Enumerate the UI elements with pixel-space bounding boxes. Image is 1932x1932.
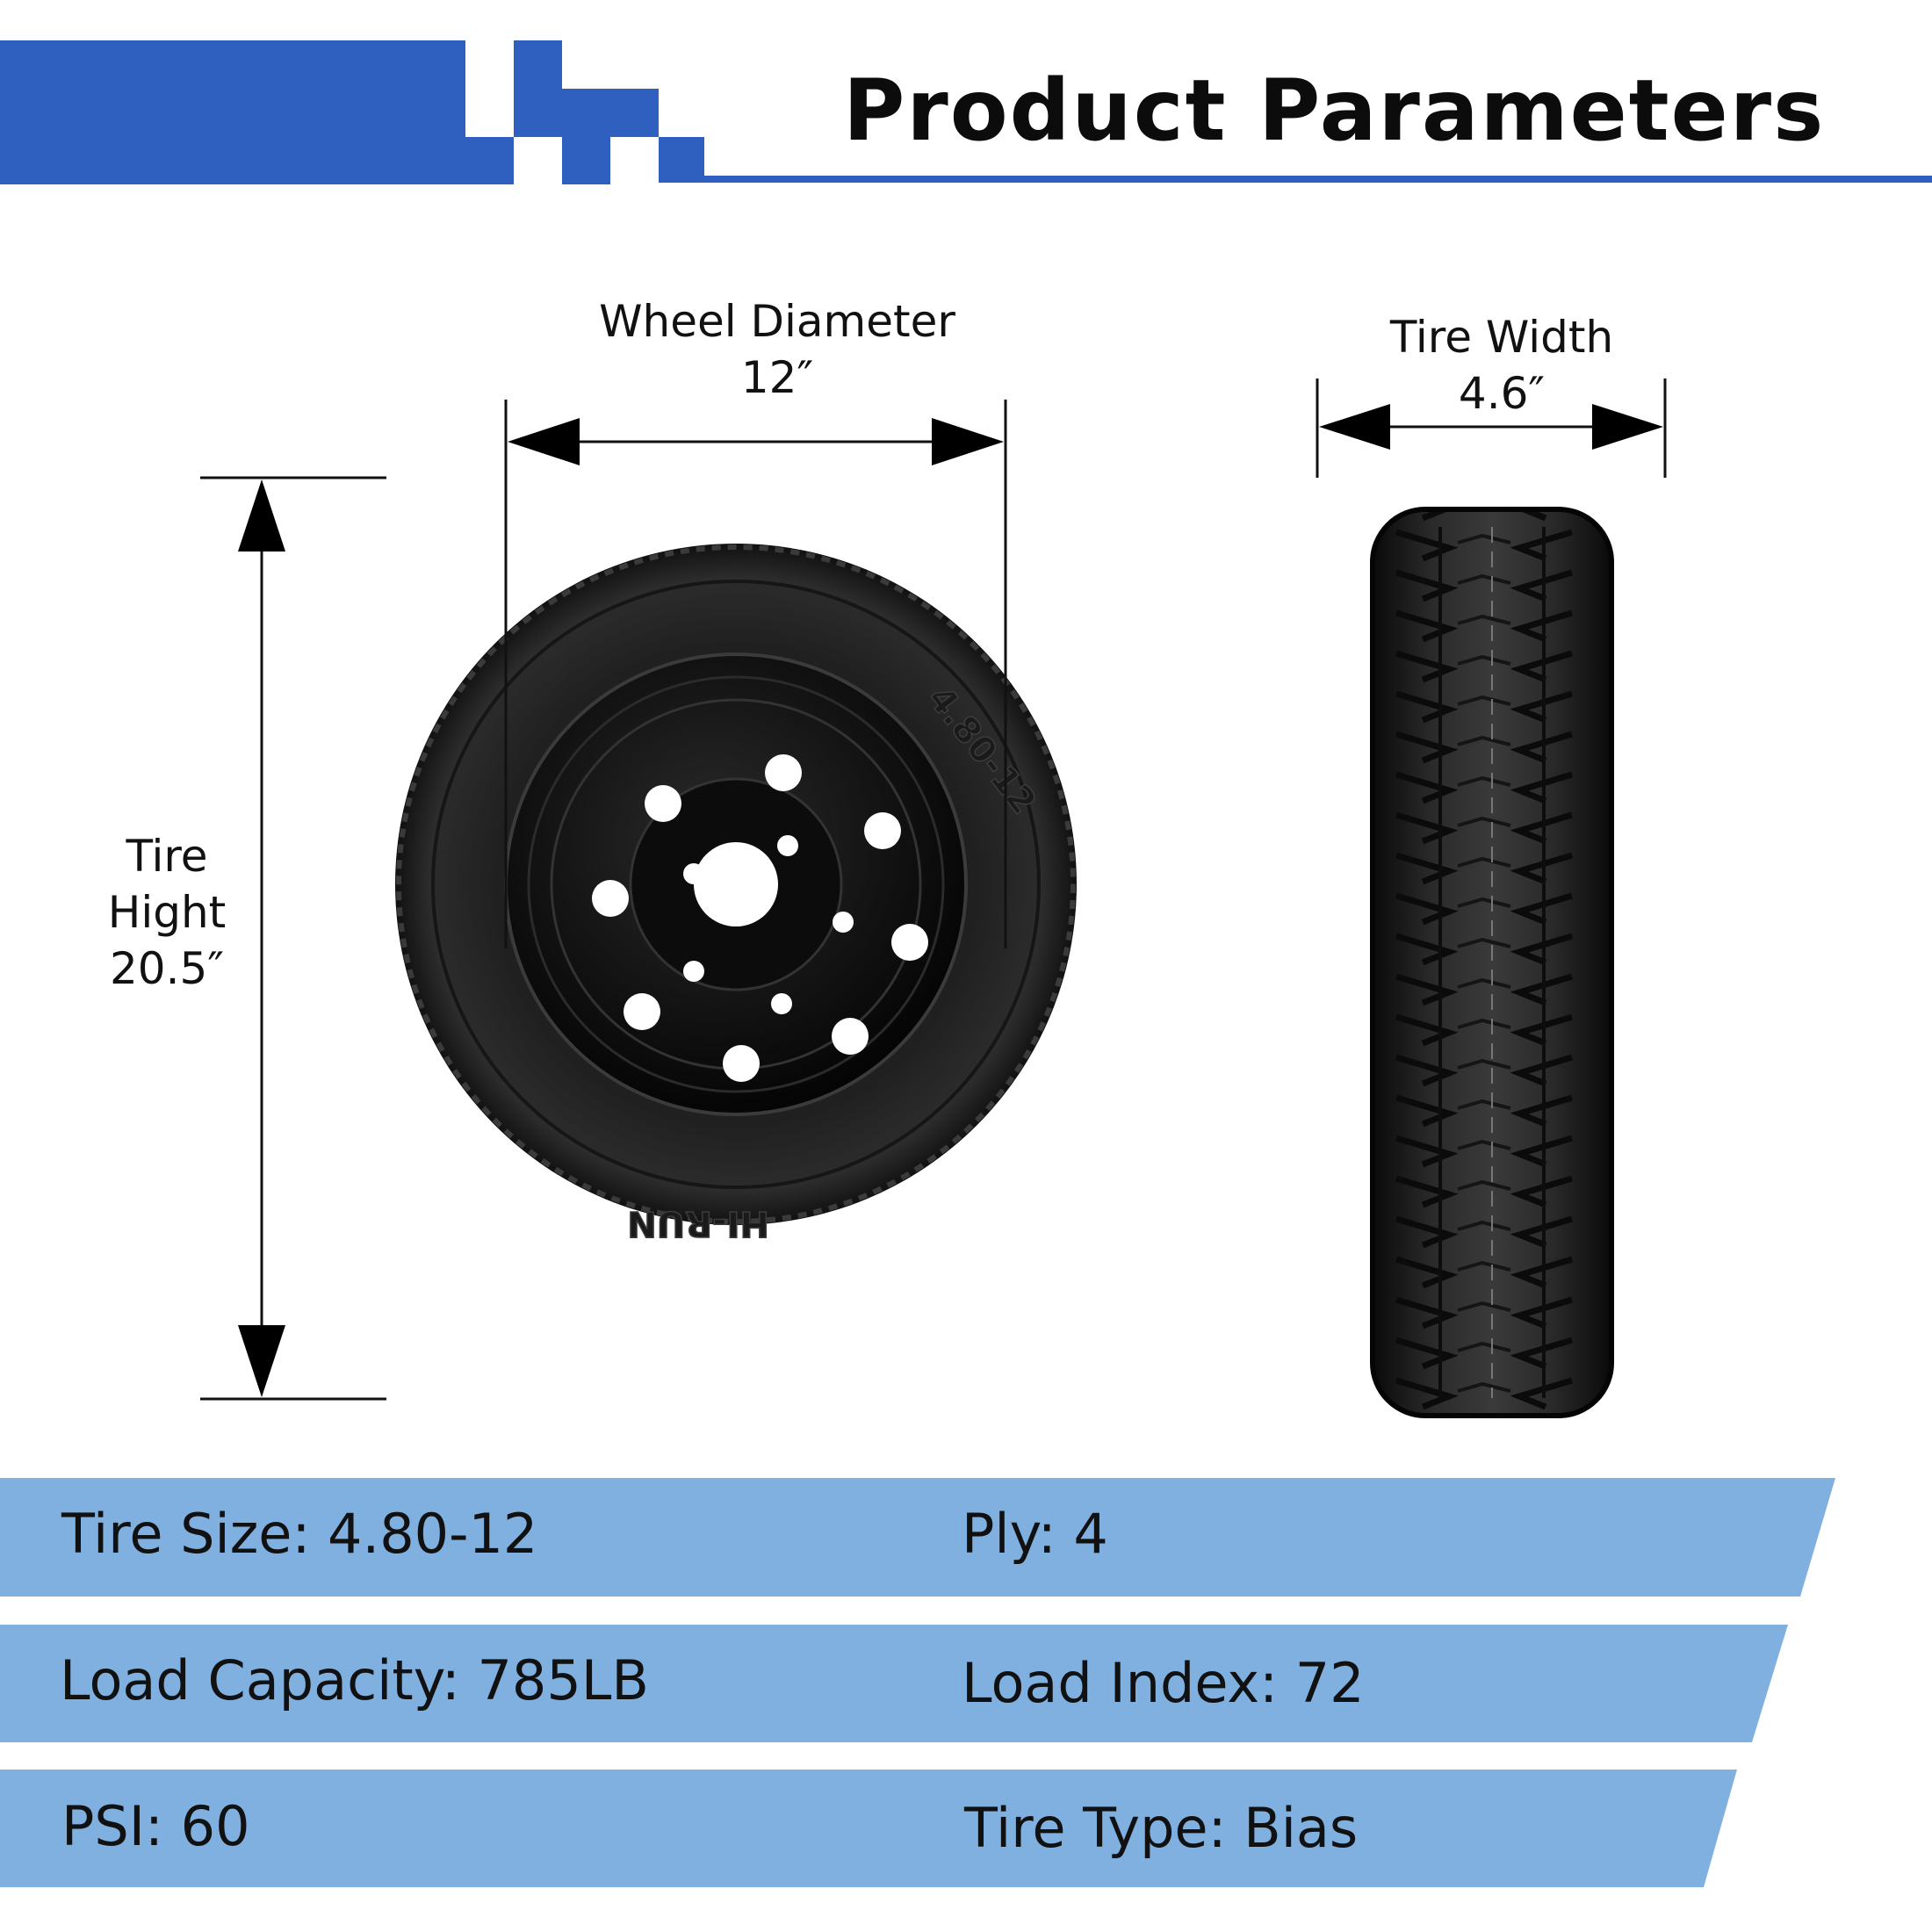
wheel-diameter-label: Wheel Diameter 12″ (562, 293, 992, 406)
tire-width-dimension (1316, 378, 1667, 478)
wheel-diameter-title: Wheel Diameter (599, 296, 955, 347)
arrow-down-icon (238, 1325, 285, 1397)
tire-width-value: 4.6″ (1458, 368, 1546, 419)
spec-tire-type: Tire Type: Bias (964, 1796, 1359, 1860)
header-underline (465, 176, 1932, 183)
rim-vent-holes (592, 754, 928, 1082)
checker-pattern (465, 40, 704, 184)
spec-bar-2 (0, 1625, 1788, 1742)
center-bore (694, 842, 778, 926)
header-solid-block (0, 40, 465, 184)
tire-front-view: 4.80-12 HI-RUN (395, 544, 1077, 1244)
sidewall-brand-marking: HI-RUN (627, 1203, 769, 1244)
tire-height-value: 20.5″ (109, 943, 224, 994)
wheel-diameter-dimension (504, 400, 1007, 948)
arrow-left-icon (1319, 404, 1390, 450)
arrow-right-icon (1592, 404, 1663, 450)
spec-bar-3 (0, 1770, 1737, 1887)
spec-load-index: Load Index: 72 (962, 1651, 1365, 1715)
tire-width-title: Tire Width (1389, 312, 1614, 363)
spec-psi: PSI: 60 (61, 1794, 250, 1858)
page-title: Product Parameters (843, 61, 1826, 160)
tire-height-title-line2: Hight (107, 887, 227, 938)
tire-height-label: Tire Hight 20.5″ (83, 828, 250, 997)
arrow-up-icon (238, 479, 285, 551)
spec-ply: Ply: 4 (962, 1502, 1108, 1566)
tire-diagram: 4.80-12 HI-RUN (200, 378, 1667, 1418)
wheel-diameter-value: 12″ (740, 352, 814, 403)
tire-side-view (1370, 507, 1614, 1418)
spec-tire-size: Tire Size: 4.80-12 (61, 1502, 538, 1566)
tire-width-label: Tire Width 4.6″ (1370, 309, 1633, 422)
spec-bar-1 (0, 1478, 1835, 1597)
tire-height-title-line1: Tire (126, 831, 208, 882)
arrow-left-icon (508, 418, 580, 465)
spec-load-capacity: Load Capacity: 785LB (60, 1648, 649, 1712)
lug-holes (683, 835, 854, 1014)
header-banner (0, 40, 1932, 184)
arrow-right-icon (932, 418, 1004, 465)
tire-height-dimension (200, 476, 386, 1401)
